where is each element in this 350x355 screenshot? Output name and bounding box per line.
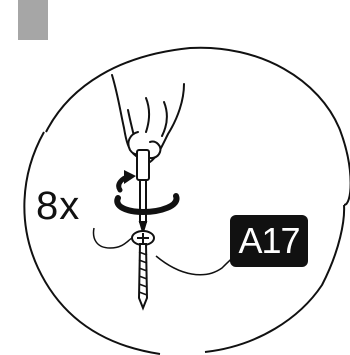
quantity-label: 8x — [36, 186, 80, 226]
leader-lines — [94, 228, 236, 275]
part-code-badge: A17 — [230, 215, 308, 267]
rotate-arrowhead-icon — [124, 170, 136, 184]
screw-icon — [132, 231, 154, 308]
screwdriver-icon — [137, 150, 149, 232]
hand-icon — [112, 75, 184, 162]
